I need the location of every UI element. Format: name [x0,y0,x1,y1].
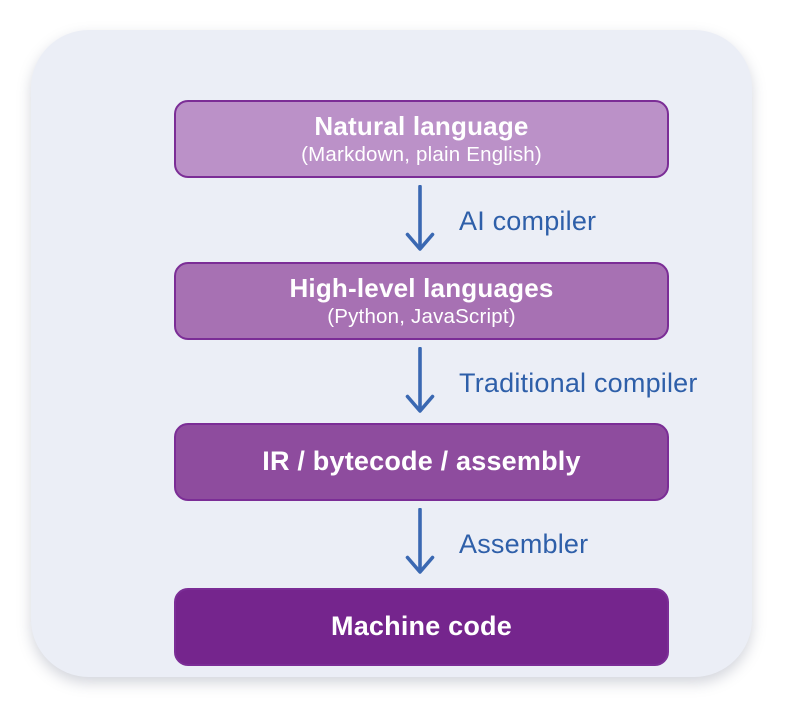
stage-title: IR / bytecode / assembly [262,446,581,477]
transition-label-assembler: Assembler [459,528,589,559]
transition-label-ai-compiler: AI compiler [459,205,597,236]
stage-natural-language: Natural language (Markdown, plain Englis… [174,100,669,178]
stage-subtitle: (Markdown, plain English) [301,142,542,166]
down-arrow-icon [405,347,435,413]
stage-title: High-level languages [289,272,554,303]
stage-title: Natural language [314,110,529,141]
stage-machine-code: Machine code [174,588,669,666]
down-arrow-icon [405,508,435,574]
stage-high-level-languages: High-level languages (Python, JavaScript… [174,262,669,340]
down-arrow-icon [405,185,435,251]
stage-ir-bytecode-assembly: IR / bytecode / assembly [174,423,669,501]
compilation-pipeline-card: Natural language (Markdown, plain Englis… [31,30,752,677]
stage-title: Machine code [331,611,512,642]
transition-label-traditional-compiler: Traditional compiler [459,367,698,398]
stage-subtitle: (Python, JavaScript) [327,304,516,328]
